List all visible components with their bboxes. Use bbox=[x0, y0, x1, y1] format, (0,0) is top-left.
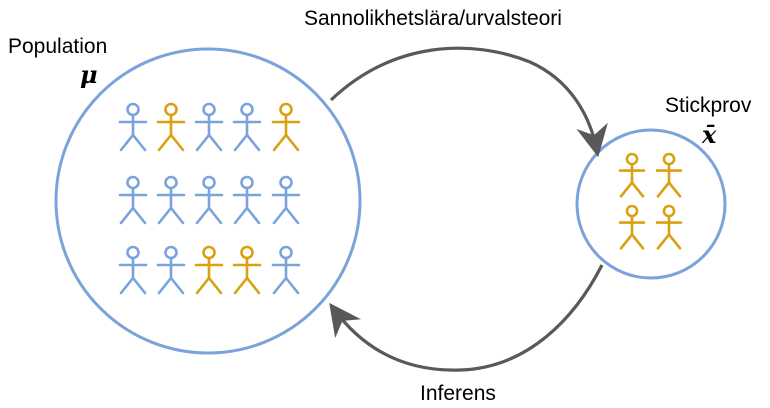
population-person-icon bbox=[232, 175, 262, 225]
population-circle bbox=[54, 47, 362, 355]
sample-label: Stickprov bbox=[665, 94, 752, 117]
population-symbol: μ bbox=[80, 60, 98, 89]
population-person-icon bbox=[194, 175, 224, 225]
population-person-icon bbox=[194, 245, 224, 295]
population-person-icon bbox=[156, 175, 186, 225]
sample-person-icon bbox=[618, 204, 646, 250]
sample-person-icon bbox=[655, 204, 683, 250]
population-person-icon bbox=[118, 102, 148, 152]
sample-figures bbox=[618, 152, 683, 250]
population-person-icon bbox=[271, 175, 301, 225]
population-person-icon bbox=[194, 102, 224, 152]
population-person-icon bbox=[156, 102, 186, 152]
population-person-icon bbox=[271, 245, 301, 295]
sample-person-icon bbox=[618, 152, 646, 198]
population-person-icon bbox=[232, 102, 262, 152]
population-person-icon bbox=[232, 245, 262, 295]
sample-person-icon bbox=[655, 152, 683, 198]
inference-arrow-label: Inferens bbox=[420, 382, 496, 405]
sampling-arrow-label: Sannolikhetslära/urvalsteori bbox=[304, 7, 562, 30]
population-person-icon bbox=[118, 175, 148, 225]
population-person-icon bbox=[156, 245, 186, 295]
sample-circle bbox=[575, 128, 727, 280]
population-label: Population bbox=[8, 35, 107, 58]
population-person-icon bbox=[271, 102, 301, 152]
inference-arrow bbox=[329, 264, 604, 372]
population-person-icon bbox=[118, 245, 148, 295]
population-figures bbox=[118, 102, 301, 295]
sample-symbol: x̄ bbox=[701, 120, 717, 149]
sampling-arrow bbox=[329, 46, 608, 158]
